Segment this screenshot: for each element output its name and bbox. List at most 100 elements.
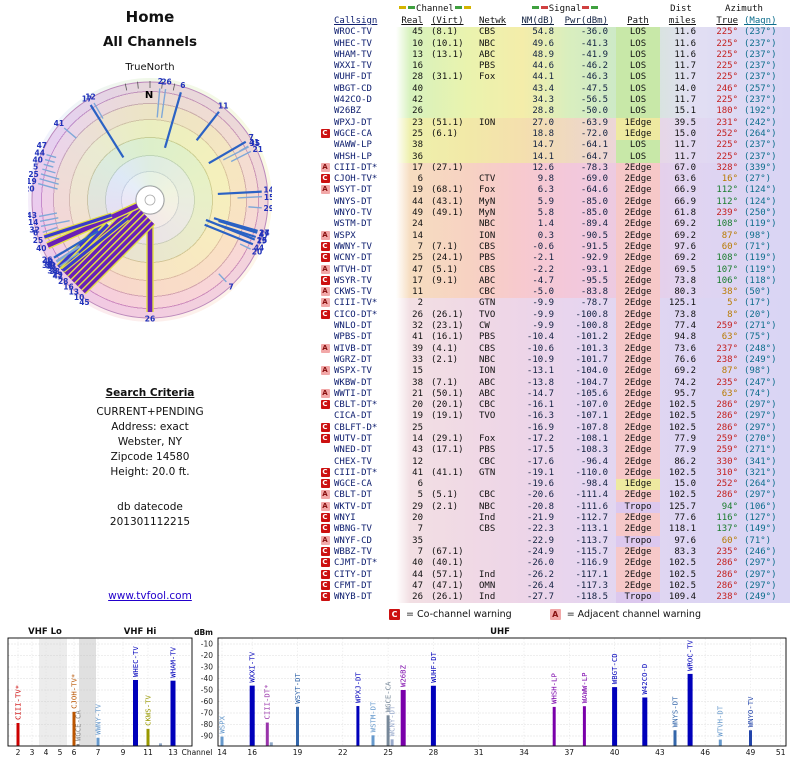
cell-callsign: WNYI [334,513,356,524]
cell-azimuth-true: 225° [716,72,738,83]
cell-network: NBC [479,38,496,49]
cell-real-channel: 45 [412,27,423,38]
cell-noise-margin: -13.8 [526,377,554,388]
cell-distance: 94.8 [674,332,696,343]
cell-network [472,106,514,117]
cell-noise-margin: -5.0 [532,287,554,298]
cell-virtual-channel: (9.1) [431,275,459,286]
cell-azimuth-magnetic: (339°) [744,162,777,173]
spectrum-bar [673,730,677,746]
cell-distance: 102.5 [668,422,696,433]
x-axis-tick-label: 49 [746,748,756,757]
search-criteria: Search Criteria CURRENT+PENDING Address:… [0,386,300,530]
cell-distance: 77.6 [674,513,696,524]
cell-azimuth-true: 225° [716,95,738,106]
cell-distance: 109.4 [668,592,696,603]
radar-channel-label: 26 [42,255,52,264]
cell-path: LOS [616,72,660,84]
cell-noise-margin: -10.9 [526,354,554,365]
cell-callsign: CIII-TV* [334,298,378,309]
cell-azimuth-true: 238° [716,354,738,365]
cell-virtual-channel [426,219,472,230]
spectrum-bar [371,735,375,746]
cell-callsign: WSTM-DT [334,219,372,230]
cell-real-channel: 7 [417,546,423,557]
cell-power: -111.4 [575,490,608,501]
cell-network: MyN [479,208,496,219]
cell-virtual-channel: (10.1) [431,38,464,49]
db-datecode-label: db datecode [117,501,183,513]
cell-distance: 14.0 [674,83,696,94]
cell-real-channel: 40 [412,83,423,94]
cell-virtual-channel: (67.1) [431,546,464,557]
spectrum-bar [749,730,752,746]
co-channel-warning-icon: C [320,546,330,556]
cell-azimuth-magnetic: (71°) [744,535,772,546]
cell-noise-margin: -16.9 [526,422,554,433]
spectrum-bar [718,739,722,746]
warning-cell: A [318,264,332,276]
cell-callsign: WKBW-DT [334,377,372,388]
cell-azimuth-true: 225° [716,38,738,49]
north-tick [161,81,163,89]
cell-noise-margin: -22.9 [526,535,554,546]
radar-channel-label: 29 [263,204,272,213]
spectrum-bar [220,736,224,746]
cell-azimuth-true: 60° [721,241,738,252]
cell-azimuth-true: 8° [727,309,738,320]
cell-power: -46.2 [580,61,608,72]
cell-distance: 77.9 [674,445,696,456]
radar-channel-label: 17 [82,95,92,104]
warning-cell: A [318,185,332,196]
cell-azimuth-true: 87° [721,366,738,377]
cell-azimuth-true: 180° [716,106,738,117]
cell-real-channel: 24 [412,219,423,230]
cell-azimuth-magnetic: (264°) [744,479,777,490]
cell-noise-margin: -26.0 [526,558,554,569]
cell-network: Fox [479,433,496,444]
warning-cell [318,140,332,151]
cell-real-channel: 11 [412,287,423,298]
cell-azimuth-magnetic: (250°) [744,208,777,219]
cell-virtual-channel: (2.1) [431,354,459,365]
spectrum-bar-label: WWNY-TV [93,703,102,734]
cell-noise-margin: 44.6 [532,61,554,72]
adjacent-channel-warning-icon: A [320,343,330,353]
cell-network: PBS [479,61,496,72]
cell-noise-margin: 27.0 [532,117,554,128]
cell-distance: 95.7 [674,388,696,399]
cell-noise-margin: 1.4 [537,219,554,230]
x-axis-tick-label: 16 [247,748,257,757]
cell-virtual-channel [426,524,472,535]
cell-network: NBC [479,219,496,230]
cell-callsign: CFMT-DT [334,580,372,591]
cell-real-channel: 12 [412,456,423,467]
cell-path: 2Edge [616,558,660,570]
cell-path: 1Edge [616,128,660,141]
spectrum-bar [390,739,394,746]
cell-path: LOS [616,38,660,50]
cell-path: 1Edge [616,479,660,491]
cell-callsign: WHAM-TV [334,49,372,60]
cell-noise-margin: -19.1 [526,467,554,478]
radar-channel-label: 20 [28,184,35,193]
cell-real-channel: 43 [412,445,423,456]
cell-callsign: WWNY-TV [334,241,372,252]
cell-azimuth-true: 252° [716,479,738,490]
warning-cell: A [318,490,332,501]
cell-azimuth-magnetic: (321°) [744,467,777,478]
cell-azimuth-true: 286° [716,580,738,591]
cell-callsign: WNYS-DT [334,196,372,207]
radar-channel-label: 7 [48,261,53,270]
cell-path: 2Edge [616,241,660,254]
cell-path: Tropo [616,592,660,604]
cell-path: LOS [616,83,660,96]
cell-azimuth-magnetic: (119°) [744,219,777,230]
cell-callsign: WCNY-DT [334,253,372,264]
cell-network: OMN [479,580,496,591]
tvfool-link[interactable]: www.tvfool.com [108,590,192,602]
radar-channel-label: 16 [63,282,73,291]
cell-real-channel: 14 [412,230,423,241]
co-channel-warning-icon: C [320,467,330,477]
